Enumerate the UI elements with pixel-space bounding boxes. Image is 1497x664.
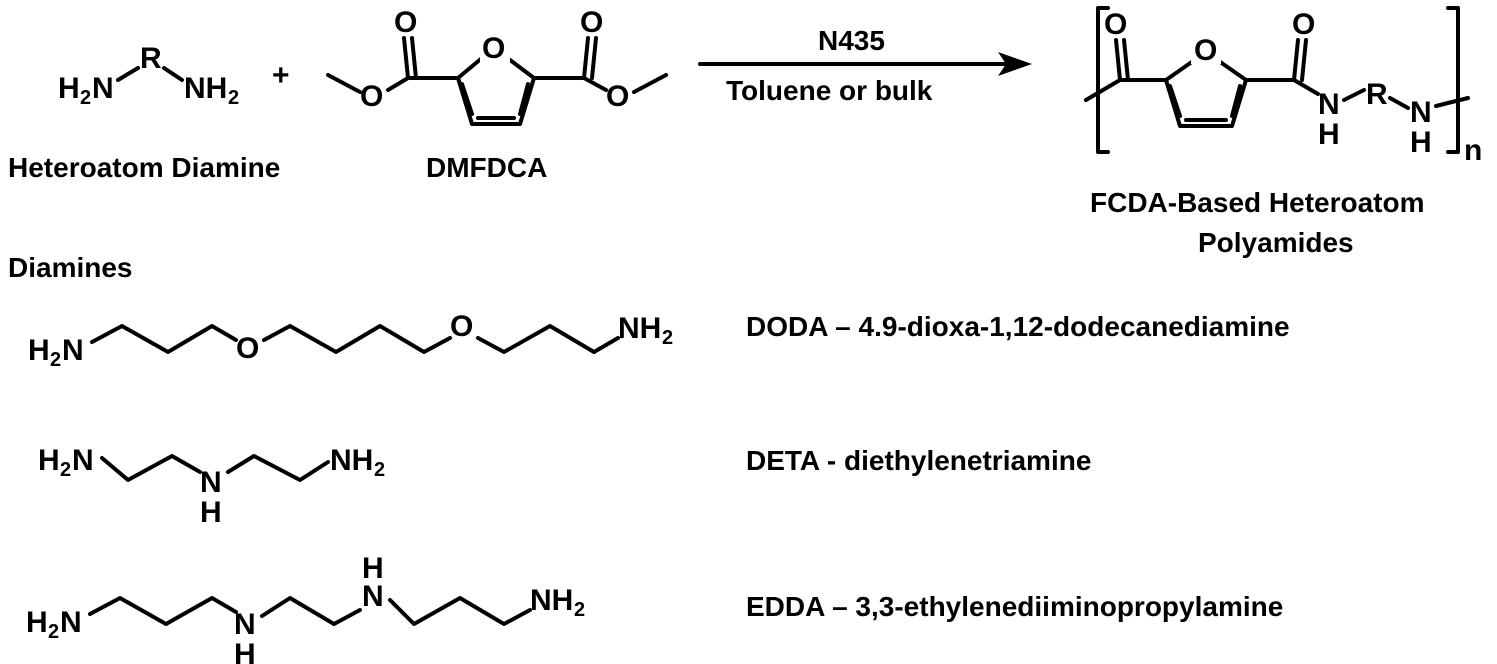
atom-h: H: [38, 444, 60, 477]
bond: [1434, 96, 1470, 108]
product-r-group: R: [1366, 78, 1388, 111]
atom-nh: NH: [330, 444, 373, 477]
ester-o-right: O: [606, 80, 629, 113]
carbonyl-o-right: O: [580, 6, 603, 39]
ring-double-bond: [1230, 84, 1242, 118]
atom-n: N: [60, 606, 82, 639]
deta-structure: H 2 N N H NH 2: [38, 444, 385, 529]
atom-sub: 2: [50, 349, 61, 371]
doda-label: DODA – 4.9-dioxa-1,12-dodecanediamine: [746, 311, 1290, 342]
product-carbonyl-o-right: O: [1292, 8, 1315, 41]
ether-o-1: O: [236, 332, 259, 365]
atom-n: N: [62, 334, 84, 367]
chain-bond: [90, 324, 238, 354]
carbonyl-bond: [1122, 38, 1130, 82]
chain-bond: [88, 596, 238, 626]
right-bracket: [1446, 6, 1460, 154]
chain-bond: [476, 324, 620, 354]
h2n-left-h: H: [58, 72, 80, 105]
bond: [1342, 88, 1366, 102]
atom-nh: NH: [530, 584, 573, 617]
section-title: Diamines: [8, 252, 133, 283]
atom-h: H: [26, 606, 48, 639]
amine-h-2: H: [362, 552, 384, 585]
bond: [1084, 78, 1122, 102]
carbonyl-bond: [590, 36, 598, 80]
bond: [1388, 96, 1410, 110]
chain-bond: [100, 454, 202, 482]
amine-n-1: N: [234, 608, 256, 641]
amide-h-right: H: [1410, 126, 1432, 159]
o-mask: [480, 32, 510, 62]
amide-n-left: N: [1318, 88, 1340, 121]
ester-o-left: O: [360, 80, 383, 113]
atom-sub: 2: [574, 599, 585, 621]
carbonyl-bond: [1292, 38, 1300, 82]
carbonyl-bond: [582, 36, 590, 80]
product-label-line1: FCDA-Based Heteroatom: [1090, 187, 1425, 218]
carbonyl-bond: [410, 36, 418, 80]
edda-label: EDDA – 3,3-ethylenediiminopropylamine: [746, 591, 1283, 622]
product-label-line2: Polyamides: [1198, 227, 1354, 258]
atom-sub: 2: [60, 459, 71, 481]
ring-double-bond: [518, 82, 530, 116]
h2n-left-sub: 2: [80, 87, 91, 109]
atom-sub: 2: [374, 459, 385, 481]
amine-h-1: H: [234, 638, 256, 664]
reactant1-label: Heteroatom Diamine: [8, 152, 280, 183]
edda-structure: H 2 N N H N H NH 2: [26, 552, 585, 664]
reactant2-label: DMFDCA: [426, 152, 547, 183]
nh2-right-sub: 2: [228, 87, 239, 109]
amine-h: H: [200, 496, 222, 529]
dmfdca-structure: O O O O O: [326, 6, 668, 126]
ring-double-bond: [460, 82, 474, 116]
nh2-right: NH: [184, 72, 227, 105]
bond: [116, 66, 140, 82]
chain-bond: [260, 596, 362, 626]
o-mask: [1191, 34, 1221, 64]
bond: [1292, 78, 1320, 96]
chain-bond: [262, 324, 452, 354]
chain-bond: [226, 454, 330, 482]
catalyst-label: N435: [818, 25, 885, 56]
atom-n: N: [72, 444, 94, 477]
product-carbonyl-o-left: O: [1104, 8, 1127, 41]
bond: [582, 76, 608, 92]
ring-double-bond: [1168, 84, 1182, 118]
polyamide-structure: n O O O N H R N H: [1084, 6, 1482, 167]
heteroatom-diamine-structure: H 2 N R NH 2: [58, 42, 239, 109]
doda-structure: H 2 N O O NH 2: [28, 310, 673, 371]
repeat-n: n: [1464, 134, 1482, 167]
bond: [162, 66, 184, 82]
left-bracket: [1096, 6, 1110, 154]
atom-h: H: [28, 334, 50, 367]
bond: [632, 73, 668, 94]
amine-n-2: N: [362, 580, 384, 613]
bond: [386, 76, 410, 92]
carbonyl-bond: [402, 36, 410, 80]
carbonyl-o-left: O: [394, 6, 417, 39]
h2n-left-n: N: [92, 72, 114, 105]
amine-n: N: [200, 466, 222, 499]
carbonyl-bond: [1114, 38, 1122, 82]
deta-label: DETA - diethylenetriamine: [746, 445, 1091, 476]
bond: [326, 73, 362, 94]
ether-o-2: O: [450, 310, 473, 343]
solvent-label: Toluene or bulk: [726, 75, 933, 106]
amide-n-right: N: [1410, 96, 1432, 129]
atom-sub: 2: [48, 621, 59, 643]
plus-sign: +: [272, 59, 290, 92]
furan-o: O: [482, 32, 505, 65]
atom-nh: NH: [618, 312, 661, 345]
arrow-head: [998, 52, 1032, 76]
reaction-arrow: N435 Toluene or bulk: [698, 25, 1032, 106]
carbonyl-bond: [1300, 38, 1308, 82]
amide-h-left: H: [1318, 118, 1340, 151]
chain-bond: [388, 596, 532, 626]
r-group: R: [140, 42, 162, 75]
atom-sub: 2: [662, 327, 673, 349]
product-furan-o: O: [1194, 34, 1217, 67]
